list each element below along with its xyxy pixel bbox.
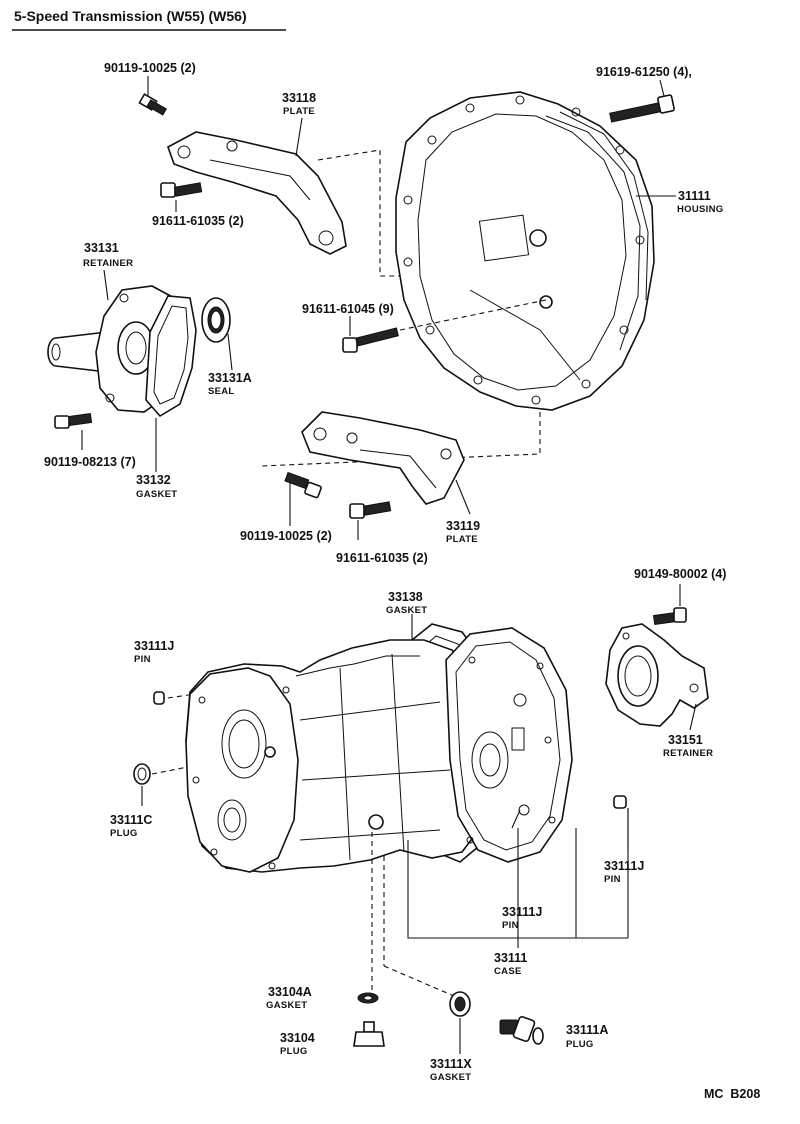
svg-text:33104A: 33104A xyxy=(268,985,312,999)
svg-text:PLUG: PLUG xyxy=(566,1039,594,1050)
callout-plate-33118: 33118 PLATE xyxy=(282,91,316,117)
svg-text:33132: 33132 xyxy=(136,473,171,487)
callout-gasket-33104A: 33104A GASKET xyxy=(266,985,312,1011)
svg-text:GASKET: GASKET xyxy=(386,605,427,616)
svg-text:PIN: PIN xyxy=(134,654,151,665)
svg-text:33131: 33131 xyxy=(84,241,119,255)
svg-text:PLATE: PLATE xyxy=(446,534,478,545)
bolt-91619-61250-illustration xyxy=(609,94,675,123)
bolt-91611-61035-mid-illustration xyxy=(349,501,392,519)
callout-bolt-91611-61035-top: 91611-61035 (2) xyxy=(152,214,244,228)
gasket-33132-illustration xyxy=(145,295,197,418)
svg-text:RETAINER: RETAINER xyxy=(83,258,133,269)
callout-bolt-90119-08213: 90119-08213 (7) xyxy=(44,455,136,469)
svg-text:33111C: 33111C xyxy=(110,813,152,827)
callout-gasket-33132: 33132 GASKET xyxy=(136,473,177,500)
pin-33111J-right-illustration xyxy=(613,795,627,809)
callout-plate-33119: 33119 PLATE xyxy=(446,519,480,545)
plate-33118-illustration xyxy=(167,131,347,255)
callout-gasket-33138: 33138 GASKET xyxy=(386,590,427,616)
svg-text:GASKET: GASKET xyxy=(136,489,177,500)
svg-text:PLATE: PLATE xyxy=(283,106,315,117)
retainer-33151-illustration xyxy=(605,623,709,727)
callout-bolt-91611-61035-mid: 91611-61035 (2) xyxy=(336,551,428,565)
case-33111-illustration xyxy=(185,627,573,873)
plug-33111A-illustration xyxy=(499,1015,544,1045)
housing-31111-illustration xyxy=(395,91,655,411)
callout-pin-33111J-right: 33111J PIN xyxy=(604,859,644,885)
callout-case-33111: 33111 CASE xyxy=(494,951,527,977)
bolt-90119-10025-mid-illustration xyxy=(284,471,322,499)
plug-33104-illustration xyxy=(353,1021,385,1047)
callout-gasket-33111X: 33111X GASKET xyxy=(430,1057,472,1083)
callout-retainer-33131: 33131 RETAINER xyxy=(83,241,133,269)
callout-bolt-91619-61250: 91619-61250 (4), xyxy=(596,65,692,79)
svg-text:PIN: PIN xyxy=(502,920,519,931)
callout-bolt-91611-61045: 91611-61045 (9) xyxy=(302,302,394,316)
svg-text:33119: 33119 xyxy=(446,519,480,533)
svg-text:33111J: 33111J xyxy=(604,859,644,873)
gasket-33111X-illustration xyxy=(449,991,471,1017)
svg-text:33111: 33111 xyxy=(494,951,527,965)
svg-text:PIN: PIN xyxy=(604,874,621,885)
plate-33119-illustration xyxy=(301,411,465,505)
svg-text:RETAINER: RETAINER xyxy=(663,748,713,759)
bolt-90119-08213-illustration xyxy=(54,412,93,429)
svg-text:90119-10025 (2): 90119-10025 (2) xyxy=(240,529,332,543)
svg-text:33118: 33118 xyxy=(282,91,316,105)
svg-text:CASE: CASE xyxy=(494,966,522,977)
callout-plug-33111A: 33111A PLUG xyxy=(566,1023,608,1050)
svg-text:SEAL: SEAL xyxy=(208,386,235,397)
seal-33131A-illustration xyxy=(201,297,231,343)
bolt-90119-10025-top-illustration xyxy=(138,93,167,116)
svg-text:HOUSING: HOUSING xyxy=(677,204,723,215)
svg-text:33151: 33151 xyxy=(668,733,703,747)
figure-code: MC B208 xyxy=(704,1087,760,1101)
svg-text:90149-80002 (4): 90149-80002 (4) xyxy=(634,567,726,581)
callout-retainer-33151: 33151 RETAINER xyxy=(663,733,713,759)
svg-text:91611-61045 (9): 91611-61045 (9) xyxy=(302,302,394,316)
callout-bolt-90149-80002: 90149-80002 (4) xyxy=(634,567,726,581)
svg-text:GASKET: GASKET xyxy=(430,1072,471,1083)
bolt-90149-80002-illustration xyxy=(652,607,687,626)
svg-text:91611-61035 (2): 91611-61035 (2) xyxy=(152,214,244,228)
callout-seal-33131A: 33131A SEAL xyxy=(208,371,252,397)
svg-text:33104: 33104 xyxy=(280,1031,315,1045)
svg-text:33111J: 33111J xyxy=(134,639,174,653)
callout-bolt-90119-10025-top: 90119-10025 (2) xyxy=(104,61,196,75)
gasket-33104A-illustration xyxy=(357,992,379,1004)
svg-text:PLUG: PLUG xyxy=(280,1046,308,1057)
callout-plug-33104: 33104 PLUG xyxy=(280,1031,315,1057)
plug-33111C-illustration xyxy=(133,763,151,785)
svg-text:GASKET: GASKET xyxy=(266,1000,307,1011)
svg-text:PLUG: PLUG xyxy=(110,828,138,839)
svg-text:33111A: 33111A xyxy=(566,1023,608,1037)
bolt-91611-61035-top-illustration xyxy=(160,182,203,198)
svg-text:33138: 33138 xyxy=(388,590,423,604)
callout-bolt-90119-10025-mid: 90119-10025 (2) xyxy=(240,529,332,543)
svg-text:91619-61250 (4),: 91619-61250 (4), xyxy=(596,65,692,79)
svg-text:91611-61035 (2): 91611-61035 (2) xyxy=(336,551,428,565)
callout-pin-33111J-left: 33111J PIN xyxy=(134,639,174,665)
svg-text:90119-10025 (2): 90119-10025 (2) xyxy=(104,61,196,75)
svg-text:31111: 31111 xyxy=(678,189,711,203)
callout-plug-33111C: 33111C PLUG xyxy=(110,813,152,839)
svg-text:33111X: 33111X xyxy=(430,1057,472,1071)
bolt-91611-61045-illustration xyxy=(342,327,399,353)
callout-pin-33111J-center: 33111J PIN xyxy=(502,905,542,931)
callout-housing-31111: 31111 HOUSING xyxy=(677,189,723,215)
pin-33111J-left-illustration xyxy=(153,691,165,705)
svg-text:33131A: 33131A xyxy=(208,371,252,385)
diagram-title: 5-Speed Transmission (W55) (W56) xyxy=(14,8,247,24)
svg-text:33111J: 33111J xyxy=(502,905,542,919)
svg-text:90119-08213 (7): 90119-08213 (7) xyxy=(44,455,136,469)
